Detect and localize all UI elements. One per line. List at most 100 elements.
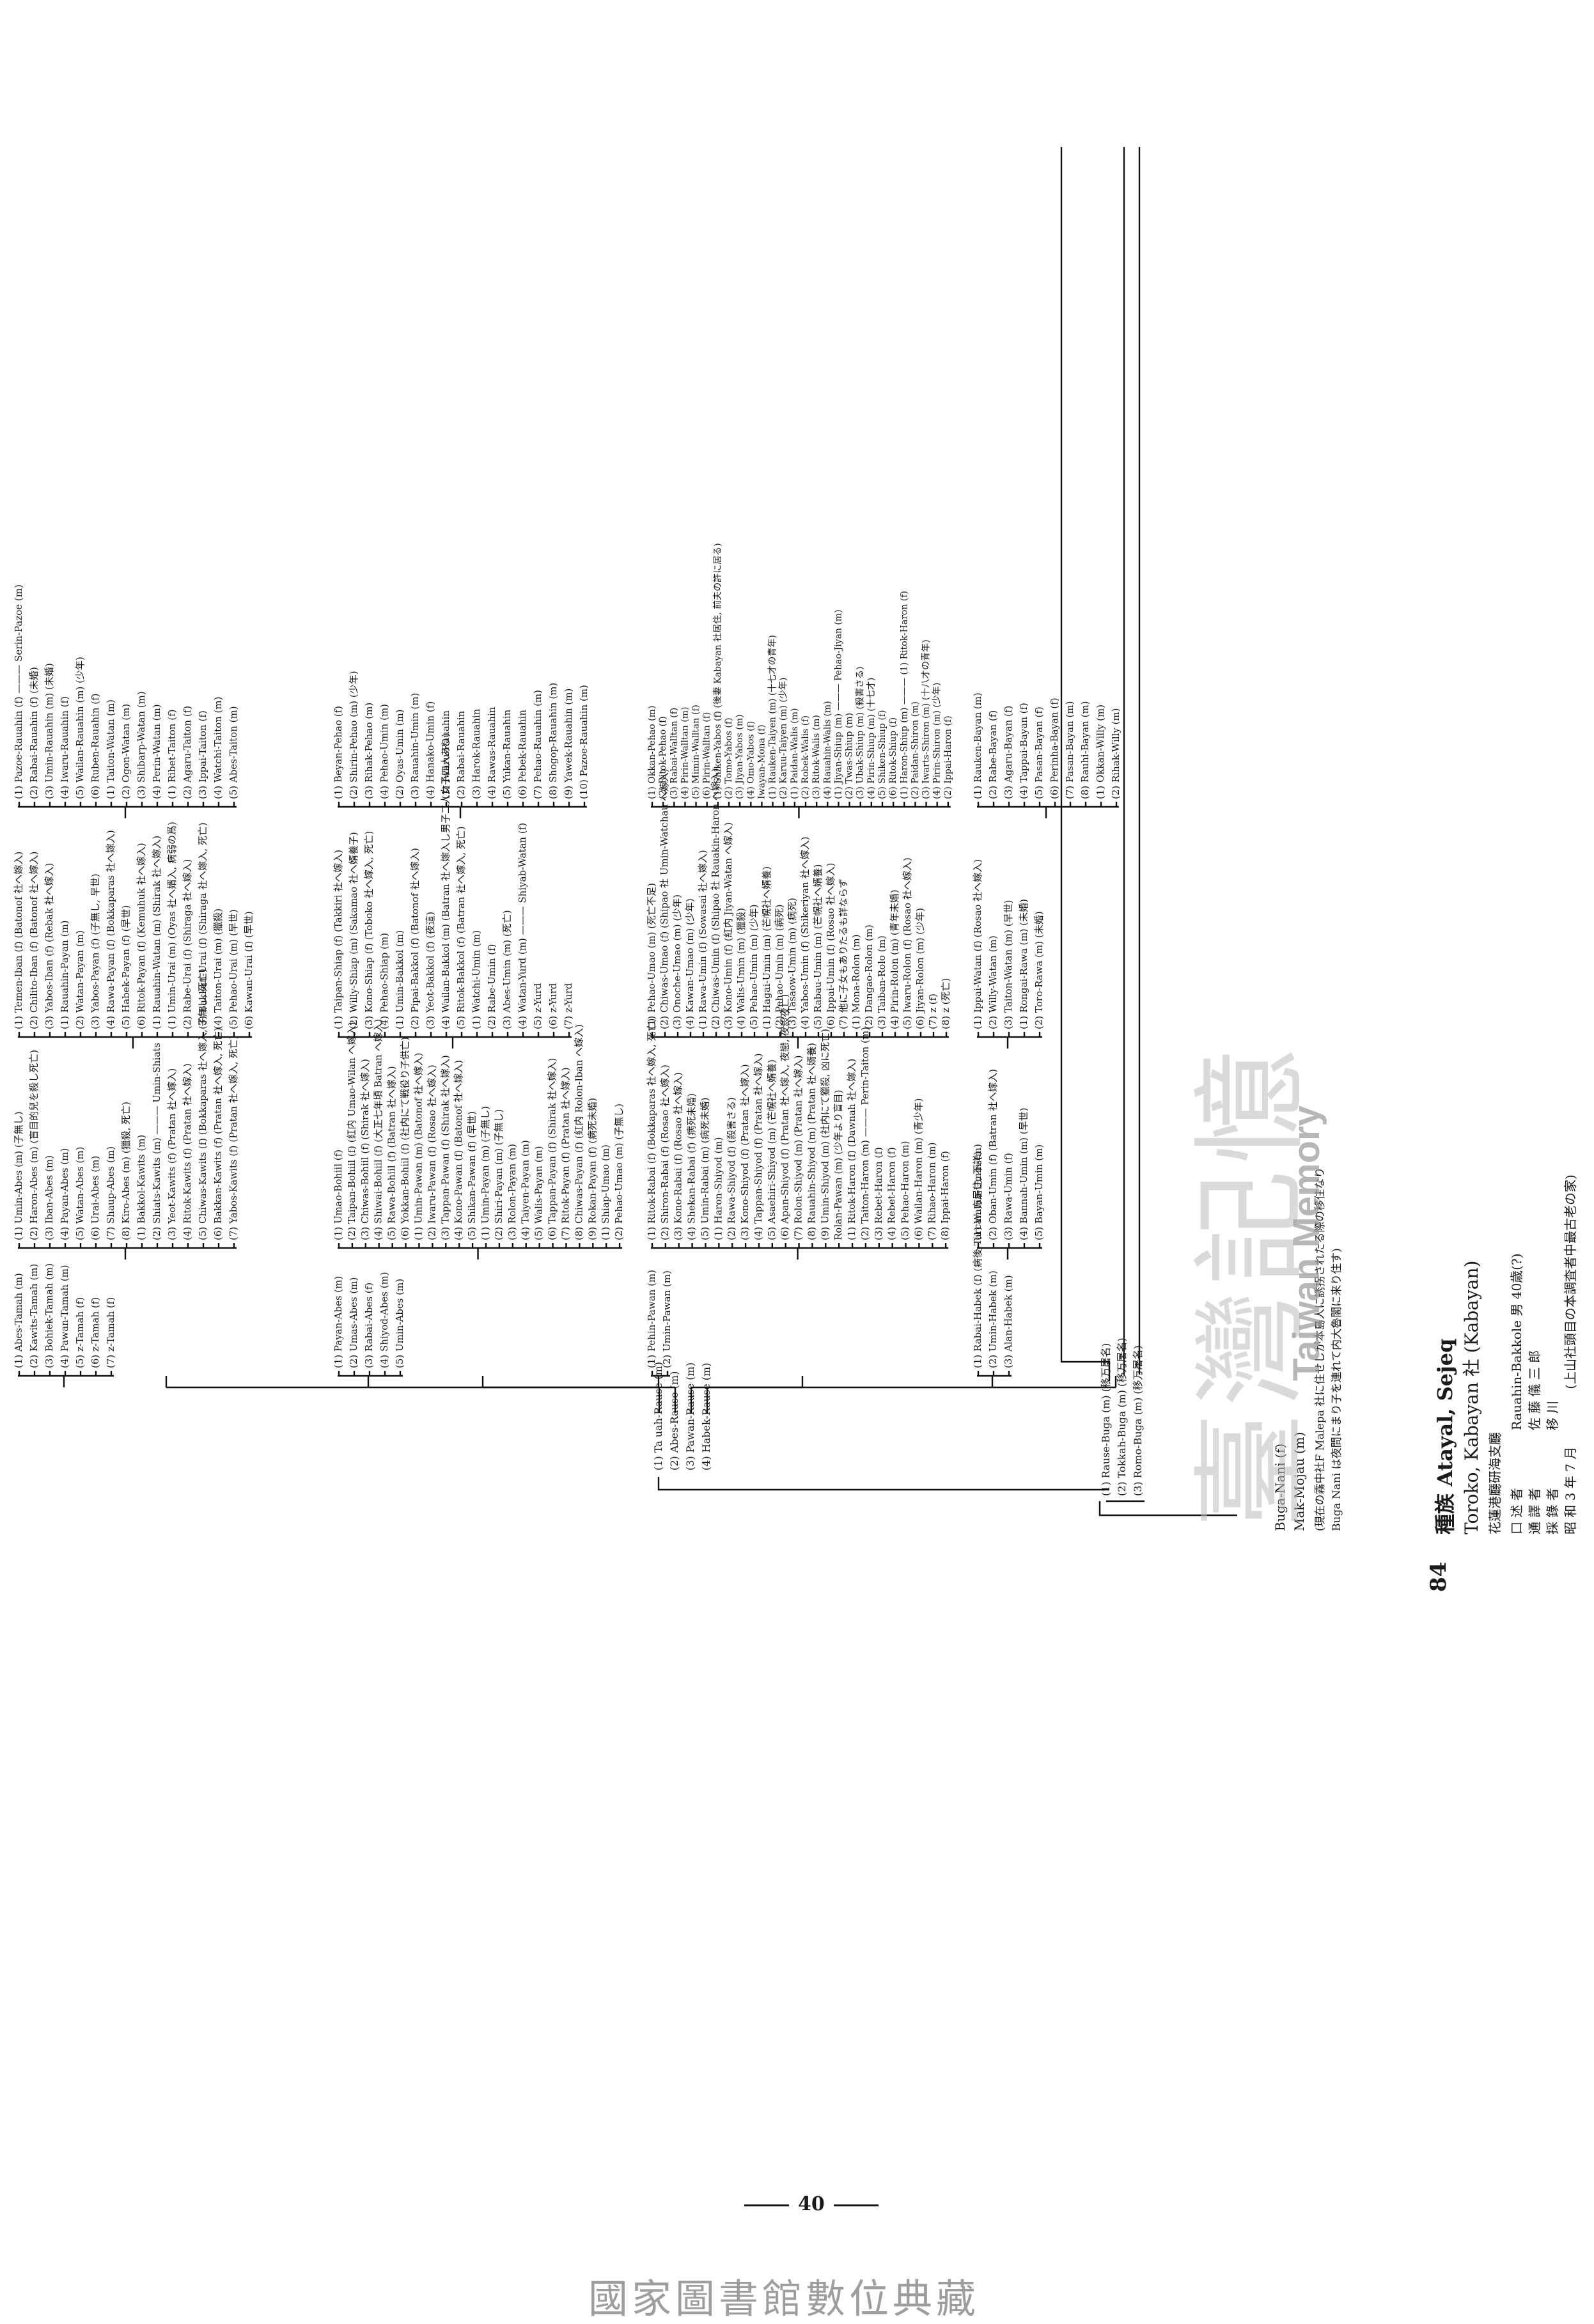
gen6-member: (4) Hanako-Umin (f) — [425, 701, 436, 799]
gen4-member: (3) Iban-Abes (m) — [43, 1155, 55, 1240]
gen6-member: (4) Tappai-Bayan (f) — [1018, 703, 1029, 799]
gen4-member: (3) Tappan-Pawan (f) (Shirak 社へ嫁入) — [439, 1055, 451, 1240]
gen4-member: (1) Haron-Shiyod (m) — [712, 1137, 724, 1240]
gen6-member: (1) Jiyan-Shiup (m) ——— Pehao-Jiyan (m) — [833, 609, 843, 799]
gen6-member: (3) Harok-Rauahin — [471, 708, 482, 799]
gen6-member: (3) Iwarts-Shiron (m) (十八才の青年) — [921, 639, 932, 799]
gen5-member: (3) Kono-Umin (f) (紅内 Jiyan-Watan へ嫁入) — [723, 822, 734, 1029]
gen5-member: (2) Pipai-Bakkol (f) (Batonof 社へ嫁入) — [409, 848, 421, 1029]
gen3-member: (4) Shiyod-Abes (m) — [379, 1272, 390, 1368]
gen3-member: (6) z-Tamah (f) — [90, 1297, 101, 1368]
gen4-member: (2) Oban-Umin (f) (Batran 社へ嫁入) — [987, 1069, 999, 1240]
gen6-member: (1) Okkan-Willy (m) — [1095, 705, 1106, 799]
gen4-member: (3) Kono-Rabai (f) (Rosao 社へ嫁入) — [673, 1072, 684, 1240]
gen4-member: (2) Pehao-Umao (m) (子無し) — [613, 1104, 625, 1240]
gen5-member: (2) Rabe-Urai (f) (Shiraga 社へ嫁入) — [182, 859, 193, 1029]
gen4-member: (5) Walis-Payan (m) — [533, 1146, 545, 1240]
gen5-member: (3) Yabos-Iban (f) (Rebak 社へ嫁入) — [43, 863, 55, 1029]
gen5-member: (2) Chiwas-Umao (f) (Shipao 社 Umin-Watch… — [659, 768, 670, 1029]
gen2-bracket — [657, 1477, 1109, 1491]
gen5-member: (1) Watchi-Umin (m) — [471, 930, 482, 1029]
gen5-member: (3) Abes-Umin (m) (死亡) — [501, 910, 513, 1029]
gen4-member: (2) Shiron-Rabai (f) (Rosao 社へ嫁入) — [659, 1065, 671, 1240]
gen6-member: (4) Pirin-Walltan (m) — [680, 707, 690, 799]
gen6-member: (1) Rauken-Taiyen (m) (十七才の青年) — [768, 635, 778, 799]
gen6-member: (3) Ubak-Shiup (m) (殺害さる) — [856, 667, 866, 799]
gen4-member: (1) Shiap-Umao (m) — [600, 1144, 611, 1240]
gen4-member: (8) Kiro-Abes (m) (獵殺, 死亡) — [120, 1102, 132, 1240]
gen4-member: (2) Taiton-Haron (m) ——— Perin-Taiton (m… — [859, 1027, 871, 1240]
gen4-member: (7) Rihao-Haron (m) — [926, 1143, 937, 1240]
gen5-member: (4) Pirin-Rolon (m) (青年未婚) — [889, 889, 900, 1029]
gen4-member: (5) Watan-Abes (m) — [74, 1147, 86, 1240]
gen6-member: (5) Pasan-Bayan (f) — [1033, 706, 1045, 799]
gen2-member: (3) Pawan-Rause (m) — [684, 1362, 696, 1470]
gen6-member: (1) Shiken-Yabos (f) (後妻 Kabayan 社居住, 前夫… — [712, 543, 723, 799]
gen4-member: (4) Taiyen-Payan (m) — [520, 1140, 531, 1240]
watermark-english: Taiwan Memory — [1286, 1105, 1327, 1381]
gen4-member: (1) Ritok-Rabai (f) (Bokkaparas 社へ嫁入, 死亡… — [646, 1018, 657, 1240]
gen6-member: (4) Iwaru-Rauahin (f) — [59, 696, 70, 799]
gen3-member: (1) Payan-Abes (m) — [332, 1276, 344, 1368]
gen6-member: (1) Haron-Shiup (m) ——— (1) Ritok-Haron … — [899, 591, 909, 799]
gen6-member: (1) Pazoe-Rauahin (f) ——— Serin-Pazoe (m… — [13, 584, 24, 799]
gen6-member: (2) Paidan-Shiron (m) — [910, 701, 920, 799]
gen4-member: (6) Bakkan-Kawits (f) (Pratan 社へ嫁入, 死亡) — [212, 1027, 224, 1240]
gen5-member: (5) Iwaru-Rolon (f) (Rosao 社へ嫁入) — [902, 857, 913, 1029]
gen4-member: (1) Umin-Abes (m) (子無し) — [13, 1111, 24, 1240]
gen5-member: (2) Chilito-Iban (f) (Batonof 社へ嫁入) — [28, 852, 40, 1029]
gen3-member: (3) Alan-Habek (m) — [1003, 1275, 1014, 1368]
gen4-member: (5) Bayan-Umin (m) — [1033, 1144, 1045, 1240]
gen5-member: (3) Taiban-Rolo (m) — [876, 935, 887, 1029]
gen4-member: (3) Kono-Shiyod (f) (Pratan 社へ嫁入) — [739, 1064, 751, 1240]
gen6-member: (5) Wailan-Rauahin (m) (少年) — [74, 657, 86, 799]
gen6-member: (3) Umin-Rauahin (m) (未婚) — [43, 663, 55, 799]
gen4-member: (4) Rebet-Haron (f) — [886, 1147, 898, 1240]
gen4-member: (7) Ritok-Payan (f) (Pratan 社へ嫁入) — [559, 1067, 571, 1240]
gen4-member: (1) Umao-Bohiil (f) — [332, 1150, 344, 1240]
gen5-member: (5) Pehao-Urai (m) (早世) — [228, 909, 239, 1029]
gen6-member: (7) Pehao-Rauahin (m) — [532, 690, 543, 799]
gen5-member: (4) Kawan-Umao (m) (少年) — [684, 898, 696, 1029]
gen6-member: (4) Rauahin-Walis (m) — [822, 701, 832, 799]
gen5-member: (2) Toro-Rawa (m) (未婚) — [1033, 911, 1045, 1029]
gen5-member: (1) Hagai-Umin (m) (芒幌社へ婿養) — [761, 866, 772, 1029]
gen5-member: (4) Rawa-Payan (f) (Bokkaparas 社へ嫁入) — [105, 830, 116, 1029]
gen6-member: (4) Perin-Watan (m) — [151, 704, 162, 799]
gen6-member: (6) Pebek-Rauahin — [517, 710, 528, 799]
gen4-member: (5) Asaehiri-Shiyod (m) (芒幌社へ婿養) — [766, 1059, 777, 1240]
gen4-member: (7) Shaup-Abes (m) — [105, 1146, 116, 1240]
gen5-member: (2) Willy-Shiap (m) (Sakamao 社へ婿養子) — [348, 832, 359, 1029]
gen6-member: (1) Taiton-Watan (m) — [105, 699, 116, 799]
gen6-member: (5) Yukan-Rauahin — [501, 709, 513, 799]
gen6-member: (2) Karuu-Taiyen (m) (少年) — [779, 678, 789, 799]
gen6-member: (8) Rauhi-Bayan (m) — [1079, 701, 1091, 799]
page-number: 40 — [735, 2193, 887, 2215]
gen5-member: (6) Jiyan-Rolon (m) (少年) — [914, 908, 926, 1029]
gen5-member: (1) Umin-Bakkol (m) — [394, 930, 405, 1029]
gen5-member: (5) Pehao-Umin (m) (少年) — [748, 904, 760, 1029]
gen3-member: (1) Pehin-Pawan (m) — [646, 1270, 657, 1368]
gen4-member: (3) Yeot-Kawits (f) (Pratan 社へ嫁入) — [166, 1068, 178, 1240]
gen4-member: (5) Pehao-Haron (m) — [900, 1141, 911, 1240]
gen6-member: (1) Okkan-Pehao (m) — [647, 706, 657, 799]
gen6-member: (4) Pirin-Shiup (m) (十七才) — [866, 678, 877, 799]
gen5-member: (2) Pehao-Umin (m) (病死) — [774, 904, 785, 1029]
gen6-member: (6) Ruben-Rauahin (f) — [90, 693, 101, 799]
gen4-member: (1) Watan-Umin (m) — [972, 1144, 983, 1240]
gen6-member: (5) Mimin-Walltan (f) — [691, 705, 701, 799]
gen6-member: (1) Paidan-Walis (m) — [790, 708, 800, 800]
gen5-member: (7) z (f) — [927, 994, 939, 1029]
gen6-member: Iwayan-Mona (f) — [756, 724, 767, 799]
gen5-member: (4) Walis-Umin (m) (獵殺) — [735, 908, 747, 1029]
gen6-member: (2) Oyas-Umin (m) — [394, 709, 405, 799]
gen6-member: (3) Agaru-Bayan (f) — [1003, 706, 1014, 799]
gen5-member: (6) Kawan-Urai (f) (早世) — [243, 911, 254, 1029]
gen2-member: (2) Abes-Rause (m) — [668, 1371, 680, 1470]
gen6-member: (4) Rawas-Rauahin — [486, 706, 497, 799]
family-groups: (1) Abes-Tamah (m)(2) Kawits-Tamah (m)(3… — [13, 543, 1121, 1413]
gen4-member: (2) Iwaru-Pawan (f) (Rosao 社へ嫁入) — [426, 1065, 437, 1240]
gen6-member: (8) Shogop-Rauahin (m) — [547, 683, 559, 799]
gen6-member: (4) Watchi-Taiton (m) — [212, 697, 224, 800]
